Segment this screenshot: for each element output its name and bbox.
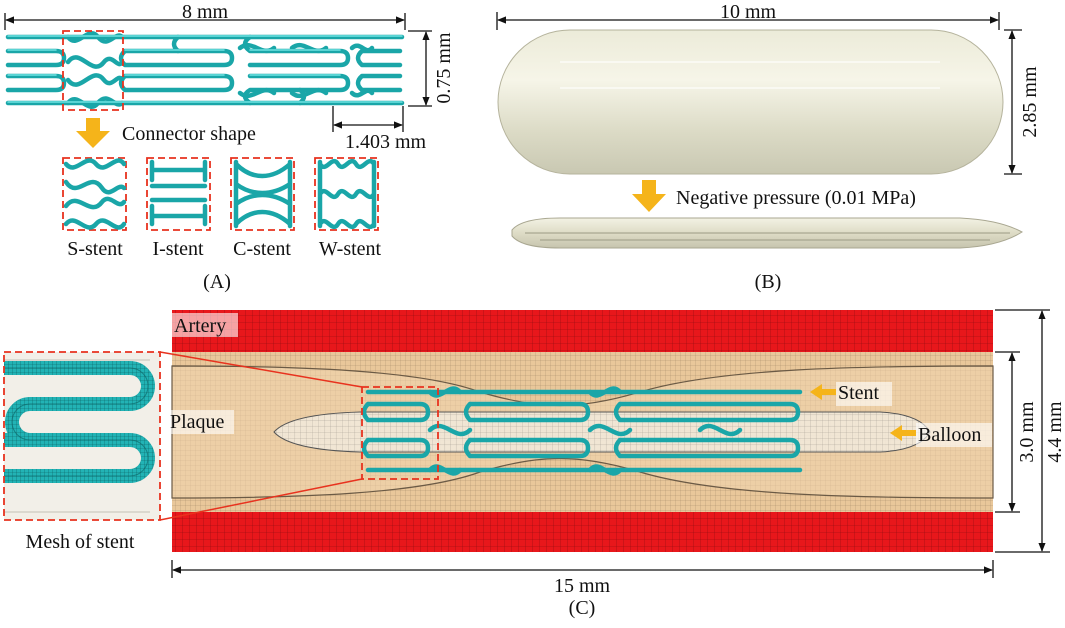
balloon-diameter-label: 2.85 mm <box>1019 66 1041 138</box>
panel-label-b: (B) <box>755 271 782 293</box>
label-background <box>836 382 892 406</box>
balloon-fold-lines <box>525 232 1010 241</box>
mesh-highlight-box <box>361 386 439 480</box>
panel-a: 8 mm 0.75 mm 1.403 mm Connector shape <box>4 1 455 293</box>
panel-label-a: (A) <box>203 271 231 293</box>
zoom-line <box>159 478 363 521</box>
variant-label-w: W-stent <box>319 238 382 260</box>
plaque-label: Plaque <box>170 411 225 433</box>
connector-detail <box>237 42 375 99</box>
variant-c <box>230 157 295 231</box>
balloon-shading <box>560 61 940 89</box>
unit-label: 1.403 mm <box>345 131 427 153</box>
panel-b: 10 mm 2.85 mm Negative pressure (0.01 MP… <box>496 1 1041 293</box>
artery-wall-top <box>172 310 993 352</box>
panel-c: Artery Plaque Stent Balloon Mesh of sten… <box>3 309 1065 619</box>
variant-label-c: C-stent <box>233 238 291 260</box>
stent-mesh-inset <box>3 351 161 521</box>
label-background <box>916 423 992 447</box>
width-label: 0.75 mm <box>433 32 455 104</box>
stent-label: Stent <box>838 382 880 404</box>
inset-frame <box>3 351 161 521</box>
inner-diameter-label: 3.0 mm <box>1016 401 1038 463</box>
variant-s <box>62 157 127 231</box>
outer-diameter-label: 4.4 mm <box>1044 401 1065 463</box>
variant-label-i: I-stent <box>152 238 204 260</box>
s-connectors <box>65 31 125 109</box>
panel-label-c: (C) <box>569 597 596 619</box>
artery-length-label: 15 mm <box>554 575 611 597</box>
stent-highlight <box>7 35 403 103</box>
balloon-label: Balloon <box>918 424 981 446</box>
zoom-line <box>159 351 363 388</box>
variant-w <box>314 157 379 231</box>
label-background <box>168 410 234 434</box>
artery-label: Artery <box>174 315 226 337</box>
down-arrow-icon <box>632 180 666 212</box>
stent-rail <box>5 34 405 106</box>
balloon-pointer-icon <box>890 425 916 441</box>
down-arrow-icon <box>76 118 110 148</box>
artery-wall-bottom <box>172 512 993 552</box>
inflated-balloon <box>497 29 1004 175</box>
stent-pointer-icon <box>810 384 836 400</box>
mesh-label: Mesh of stent <box>26 531 135 553</box>
arrow-caption: Connector shape <box>122 123 256 145</box>
stent-unrolled <box>5 31 405 109</box>
connector-highlight-box <box>62 30 124 111</box>
label-background <box>172 313 238 337</box>
pressure-caption: Negative pressure (0.01 MPa) <box>676 187 916 209</box>
length-label: 8 mm <box>182 1 229 23</box>
variant-label-s: S-stent <box>67 238 123 260</box>
stent-struts <box>5 34 403 106</box>
stent-crimped <box>361 386 803 476</box>
balloon-length-label: 10 mm <box>720 1 777 23</box>
variant-i <box>146 157 211 231</box>
